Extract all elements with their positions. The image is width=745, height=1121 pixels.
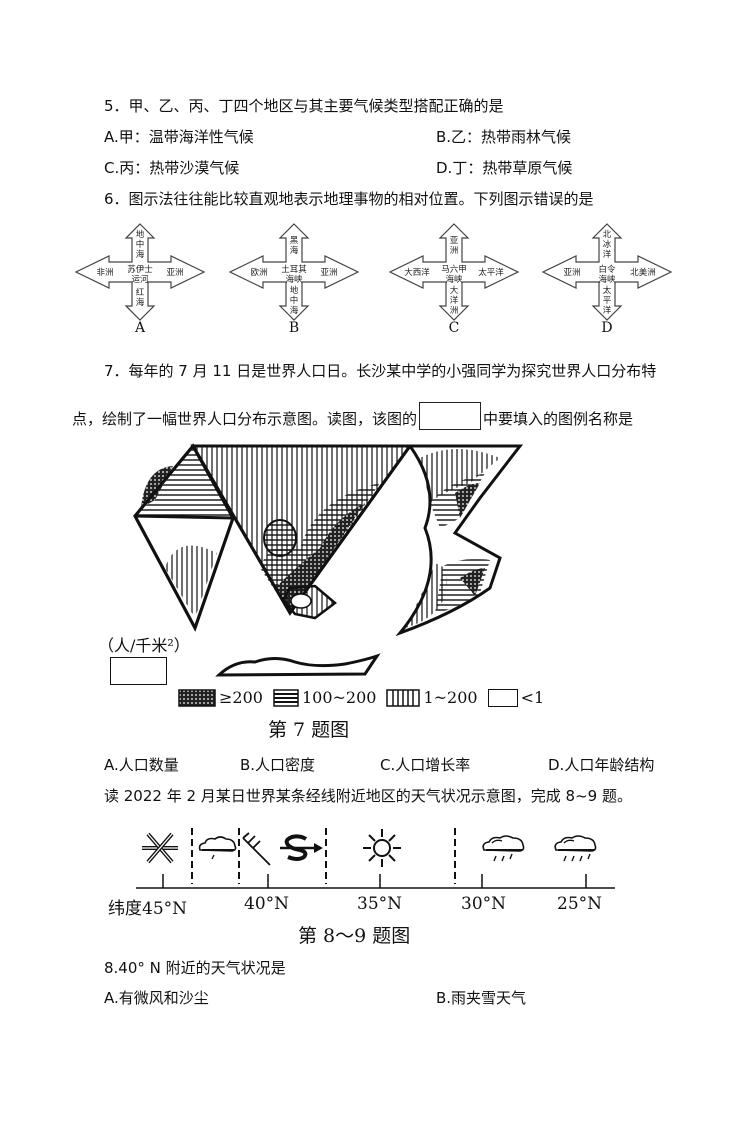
q5-option-b[interactable]: B.乙：热带雨林气候	[436, 128, 572, 146]
right-label: 太平洋	[478, 268, 504, 278]
center-label: 土耳其	[281, 265, 307, 275]
latitude-axis-label: 纬度45°N	[108, 894, 187, 919]
center-label: 海峡	[285, 275, 303, 285]
cross-diagram-d[interactable]: 北冰洋 白令 海峡 亚洲 北美洲 太平洋 D	[541, 222, 673, 336]
legend-label: ≥200	[219, 688, 263, 707]
center-label: 马六甲	[441, 265, 467, 275]
wind-barb-icon	[242, 832, 271, 866]
right-label: 北美洲	[630, 268, 656, 278]
blank-swatch-icon	[487, 688, 518, 707]
q5-stem: 5．甲、乙、丙、丁四个地区与其主要气候类型搭配正确的是	[104, 97, 504, 115]
center-label: 海峡	[445, 275, 463, 285]
q6-stem: 6．图示法往往能比较直观地表示地理事物的相对位置。下列图示错误的是	[104, 190, 594, 208]
map-legend: ≥200 100~200 1~200 <1	[178, 688, 554, 707]
cross-diagram-a[interactable]: 地中海 苏伊士 运河 非洲 亚洲 红海 A	[74, 222, 206, 336]
population-map-figure	[133, 443, 524, 637]
weather-diagram	[130, 822, 620, 897]
q7-option-c[interactable]: C.人口增长率	[380, 756, 471, 774]
blank-box	[419, 402, 482, 430]
q7-stem-line2: 点，绘制了一幅世界人口分布示意图。读图，该图的 中要填入的图例名称是	[72, 402, 633, 430]
q8-option-b[interactable]: B.雨夹雪天气	[436, 989, 527, 1007]
light-rain-cloud-icon	[198, 836, 237, 860]
center-label: 苏伊士	[127, 265, 153, 275]
center-label: 运河	[131, 275, 149, 285]
diagram-letter: A	[134, 320, 146, 336]
left-label: 欧洲	[250, 268, 268, 278]
q7-option-a[interactable]: A.人口数量	[104, 756, 179, 774]
legend-label: <1	[520, 688, 545, 707]
q7-stem-after: 中要填入的图例名称是	[483, 410, 634, 428]
cross-arrow-icon	[388, 223, 520, 321]
q7-option-b[interactable]: B.人口密度	[240, 756, 316, 774]
right-label: 亚洲	[320, 268, 338, 278]
q8-9-intro: 读 2022 年 2 月某日世界某条经线附近地区的天气状况示意图，完成 8~9 …	[104, 787, 632, 805]
cross-arrow-icon	[228, 223, 360, 321]
cross-diagram-c[interactable]: 亚洲 马六甲 海峡 大西洋 太平洋 大洋洲 C	[388, 222, 520, 336]
legend-dots: ≥200	[178, 688, 263, 707]
figure8-9-caption: 第 8～9 题图	[298, 925, 411, 947]
latitude-40: 40°N	[244, 894, 290, 914]
cross-diagram-b[interactable]: 黑海 土耳其 海峡 欧洲 亚洲 地中海 B	[228, 222, 360, 336]
sandstorm-icon	[280, 834, 323, 861]
latitude-45: 45°N	[142, 899, 188, 919]
legend-label: 100~200	[301, 688, 377, 707]
q5-option-c[interactable]: C.丙：热带沙漠气候	[104, 159, 240, 177]
diagram-letter: D	[601, 320, 613, 336]
left-label: 大西洋	[404, 268, 430, 278]
rain-cloud-icon	[482, 835, 525, 862]
legend-vertical: 1~200	[386, 688, 478, 707]
q5-option-a[interactable]: A.甲：温带海洋性气候	[104, 128, 254, 146]
latitude-35: 35°N	[357, 894, 403, 914]
q7-stem-before: 点，绘制了一幅世界人口分布示意图。读图，该图的	[72, 410, 418, 428]
left-label: 亚洲	[563, 268, 581, 278]
population-map	[125, 438, 525, 638]
vertical-lines-icon	[386, 688, 421, 707]
center-label: 白令	[598, 265, 616, 275]
snow-icon	[142, 832, 178, 864]
center-label: 海峡	[598, 275, 616, 285]
antarctica-shape	[215, 650, 385, 684]
axis-prefix: 纬度	[108, 899, 142, 919]
left-label: 非洲	[96, 268, 114, 278]
q7-option-d[interactable]: D.人口年龄结构	[548, 756, 655, 774]
q7-stem-line1: 7．每年的 7 月 11 日是世界人口日。长沙某中学的小强同学为探究世界人口分布…	[104, 362, 657, 380]
cross-arrow-icon	[541, 223, 673, 321]
horizontal-lines-icon	[273, 688, 299, 707]
rain-cloud-icon	[554, 835, 597, 862]
q8-stem: 8.40° N 附近的天气状况是	[104, 959, 286, 977]
diagram-letter: C	[448, 320, 460, 336]
right-label: 亚洲	[166, 268, 184, 278]
legend-blank: <1	[487, 688, 545, 707]
q5-option-d[interactable]: D.丁：热带草原气候	[436, 159, 573, 177]
unit-label: （人/千米²）	[98, 636, 190, 655]
figure7-caption: 第 7 题图	[268, 719, 350, 741]
legend-title-blank-box	[110, 657, 167, 685]
latitude-25: 25°N	[557, 894, 603, 914]
q8-option-a[interactable]: A.有微风和沙尘	[104, 989, 209, 1007]
dots-pattern-icon	[178, 688, 216, 707]
legend-horizontal: 100~200	[273, 688, 376, 707]
latitude-30: 30°N	[461, 894, 507, 914]
cross-arrow-icon	[74, 223, 206, 321]
sunny-icon	[363, 829, 401, 867]
diagram-letter: B	[288, 320, 300, 336]
legend-label: 1~200	[423, 688, 478, 707]
